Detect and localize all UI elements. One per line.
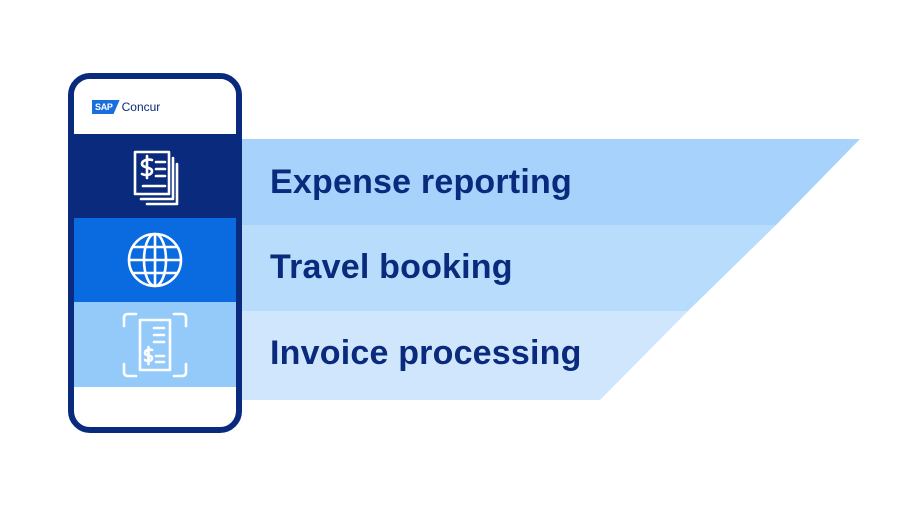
expense-reporting-label: Expense reporting <box>270 163 572 201</box>
invoice-scan-icon <box>122 312 188 377</box>
phone-row-expense <box>74 134 236 218</box>
invoice-processing-label: Invoice processing <box>270 334 582 372</box>
concur-wordmark: Concur <box>121 100 161 114</box>
phone-header: SAP Concur <box>74 79 236 134</box>
sap-concur-logo: SAP Concur <box>92 100 160 114</box>
band-invoice <box>240 311 688 400</box>
band-travel <box>240 225 776 311</box>
phone-mockup: SAP Concur <box>68 73 242 433</box>
globe-icon <box>127 232 183 288</box>
phone-row-invoice <box>74 302 236 387</box>
expense-report-icon <box>133 150 179 206</box>
travel-booking-label: Travel booking <box>270 248 513 286</box>
sap-logo-badge: SAP <box>92 100 120 114</box>
band-expense <box>240 139 860 225</box>
phone-row-travel <box>74 218 236 302</box>
